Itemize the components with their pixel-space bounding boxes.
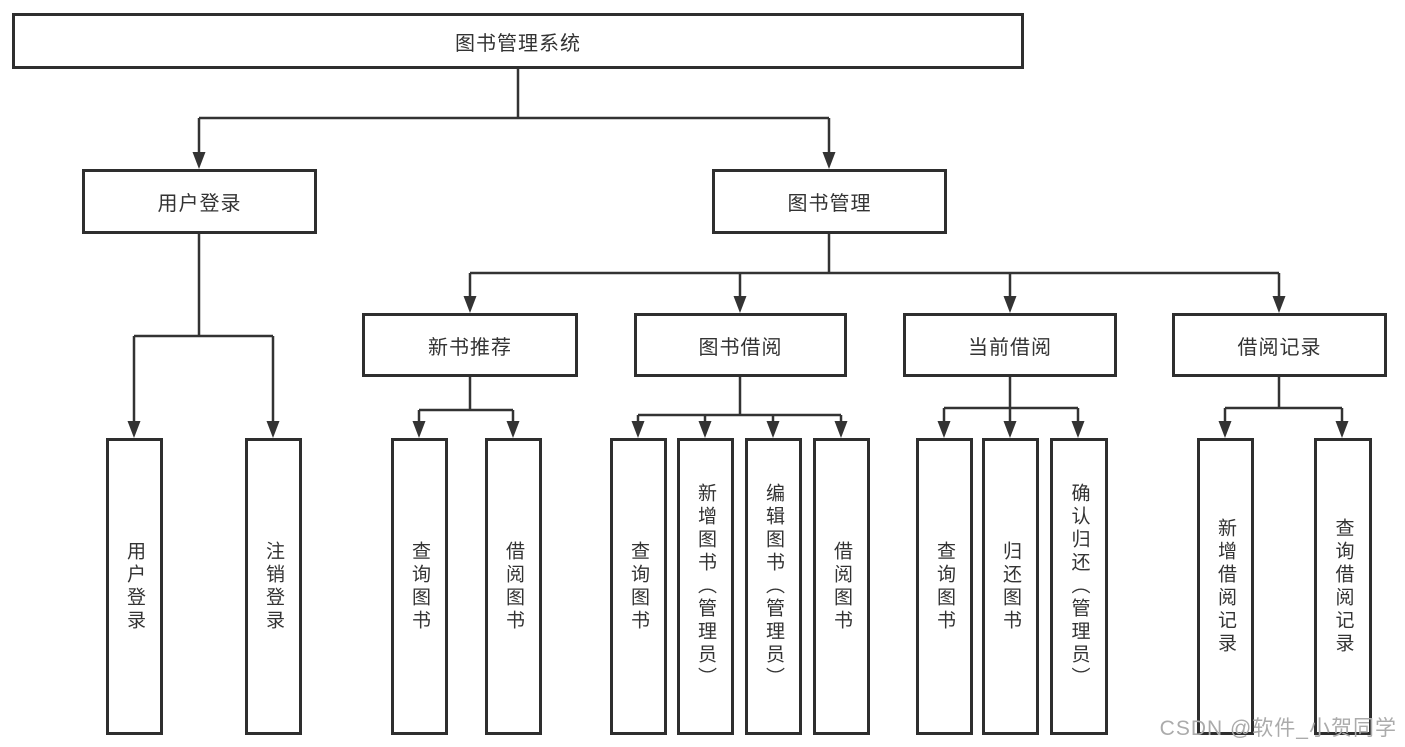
leaf-borrow-borrow-books: 借阅图书 <box>813 438 870 735</box>
connector-rec-to-leaves <box>417 377 515 425</box>
connector-root-to-level2 <box>197 69 831 156</box>
connector-borrow-to-leaves <box>636 377 843 425</box>
leaf-records-query-record: 查询借阅记录 <box>1314 438 1372 735</box>
node-book-management: 图书管理 <box>712 169 947 234</box>
node-user-login: 用户登录 <box>82 169 317 234</box>
node-current-borrow: 当前借阅 <box>903 313 1117 377</box>
csdn-watermark: CSDN @软件_小贺同学 <box>1159 717 1397 740</box>
leaf-borrow-add-books-admin: 新增图书（管理员） <box>677 438 734 735</box>
connector-login-to-leaves <box>132 234 275 425</box>
leaf-records-add-record: 新增借阅记录 <box>1197 438 1254 735</box>
connector-records-to-leaves <box>1223 377 1344 425</box>
leaf-current-query-books: 查询图书 <box>916 438 973 735</box>
leaf-current-return-books: 归还图书 <box>982 438 1039 735</box>
leaf-recommend-query-books: 查询图书 <box>391 438 448 735</box>
connector-current-to-leaves <box>942 377 1080 425</box>
node-library-management-system: 图书管理系统 <box>12 13 1024 69</box>
node-new-book-recommend: 新书推荐 <box>362 313 578 377</box>
arrowheads <box>127 152 1349 438</box>
node-book-borrow: 图书借阅 <box>634 313 847 377</box>
connector-mgmt-to-level3 <box>468 234 1281 300</box>
leaf-user-login: 用户登录 <box>106 438 163 735</box>
leaf-borrow-query-books: 查询图书 <box>610 438 667 735</box>
leaf-borrow-edit-books-admin: 编辑图书（管理员） <box>745 438 802 735</box>
leaf-logout-login: 注销登录 <box>245 438 302 735</box>
leaf-current-confirm-return-admin: 确认归还（管理员） <box>1050 438 1108 735</box>
leaf-recommend-borrow-books: 借阅图书 <box>485 438 542 735</box>
node-borrow-records: 借阅记录 <box>1172 313 1387 377</box>
